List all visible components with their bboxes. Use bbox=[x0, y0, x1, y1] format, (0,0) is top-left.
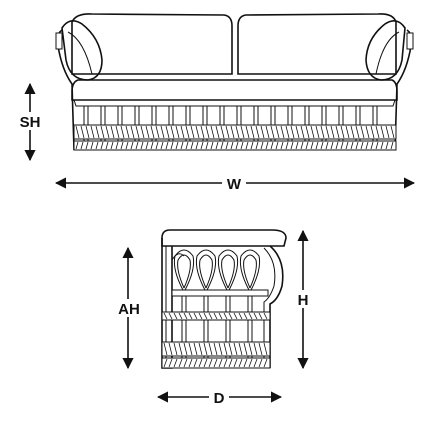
depth-label: D bbox=[214, 390, 225, 407]
width-indicator: W bbox=[54, 174, 416, 193]
arm-height-indicator: AH bbox=[114, 246, 144, 370]
sofa-side-view bbox=[161, 229, 287, 369]
sofa-front-view bbox=[55, 13, 414, 151]
height-label: H bbox=[298, 292, 309, 309]
seat-height-label: SH bbox=[20, 114, 41, 131]
arm-height-label: AH bbox=[118, 301, 140, 318]
depth-indicator: D bbox=[156, 388, 283, 407]
width-label: W bbox=[227, 176, 242, 193]
seat-height-indicator: SH bbox=[18, 82, 42, 162]
height-indicator: H bbox=[294, 229, 312, 370]
